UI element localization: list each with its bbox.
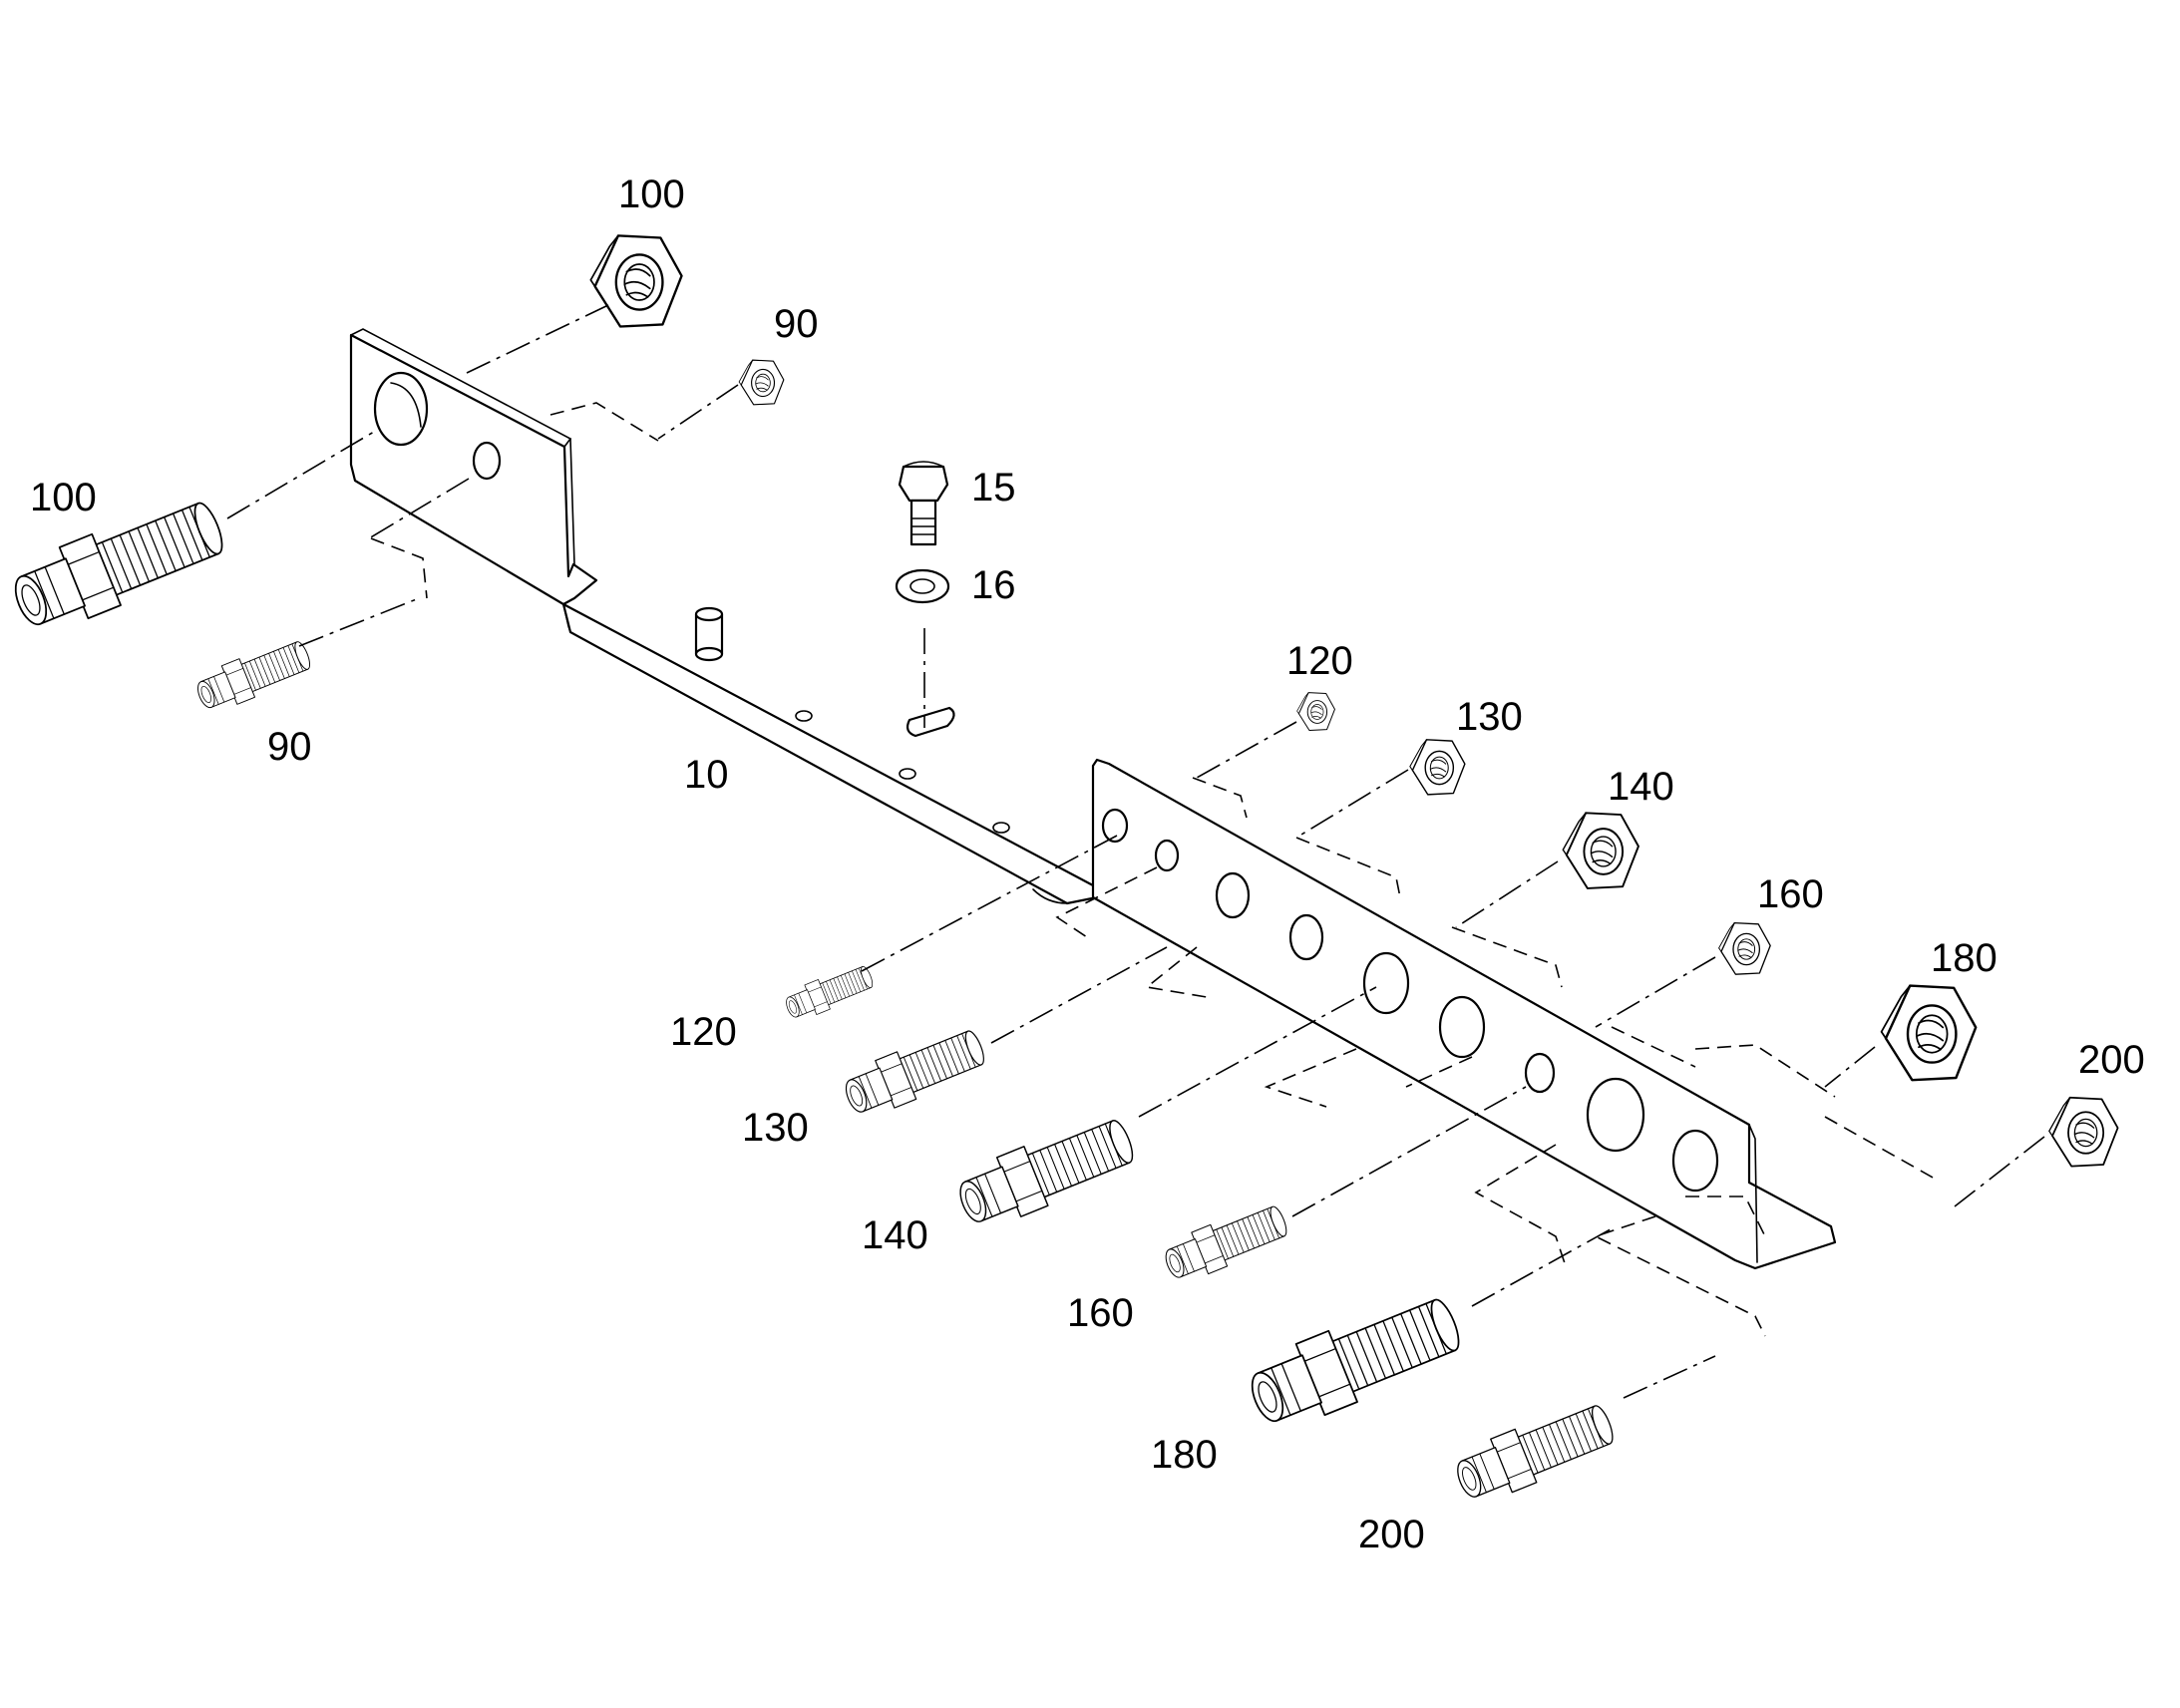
label-part-120-nut: 120 — [1286, 639, 1353, 683]
assembly-axis-lines — [226, 304, 2045, 1399]
fitting-130-icon — [838, 1021, 991, 1124]
label-part-120-fitting: 120 — [670, 1010, 737, 1054]
fitting-140-icon — [949, 1108, 1142, 1236]
label-part-15: 15 — [971, 466, 1016, 510]
label-part-140-fitting: 140 — [862, 1213, 928, 1257]
label-part-200-nut: 200 — [2078, 1038, 2145, 1082]
label-part-100-fitting: 100 — [30, 476, 97, 519]
label-part-160-fitting: 160 — [1067, 1291, 1134, 1335]
fitting-160-icon — [1158, 1197, 1293, 1288]
nut-120-icon — [1296, 692, 1335, 731]
fitting-90-icon — [190, 633, 316, 718]
fitting-200-icon — [1448, 1394, 1622, 1511]
label-part-130-nut: 130 — [1456, 695, 1523, 739]
label-part-200-fitting: 200 — [1358, 1513, 1425, 1556]
label-part-90-nut: 90 — [774, 302, 819, 346]
nut-140-icon — [1562, 812, 1639, 889]
label-part-100-nut: 100 — [618, 172, 685, 216]
label-part-180-fitting: 180 — [1151, 1433, 1218, 1477]
nut-160-icon — [1717, 921, 1771, 975]
hex-bolt — [898, 461, 949, 546]
label-part-140-nut: 140 — [1608, 765, 1674, 809]
label-part-160-nut: 160 — [1757, 872, 1824, 916]
label-part-10: 10 — [684, 753, 729, 797]
label-part-130-fitting: 130 — [742, 1106, 809, 1150]
nut-180-icon — [1880, 984, 1978, 1082]
label-part-180-nut: 180 — [1931, 936, 1998, 980]
label-part-90-fitting: 90 — [267, 725, 312, 769]
fitting-180-icon — [1240, 1284, 1470, 1439]
nut-90-icon — [738, 359, 785, 406]
mounting-bracket — [349, 328, 1837, 1270]
nut-130-icon — [1409, 739, 1466, 796]
nut-200-icon — [2047, 1096, 2119, 1168]
label-part-16: 16 — [971, 563, 1016, 607]
hidden-path-lines — [370, 402, 1936, 1337]
flat-washer — [895, 568, 950, 604]
part-labels: 100 90 100 90 15 16 10 120 130 140 160 1… — [30, 172, 2145, 1556]
nut-100-icon — [589, 234, 683, 328]
